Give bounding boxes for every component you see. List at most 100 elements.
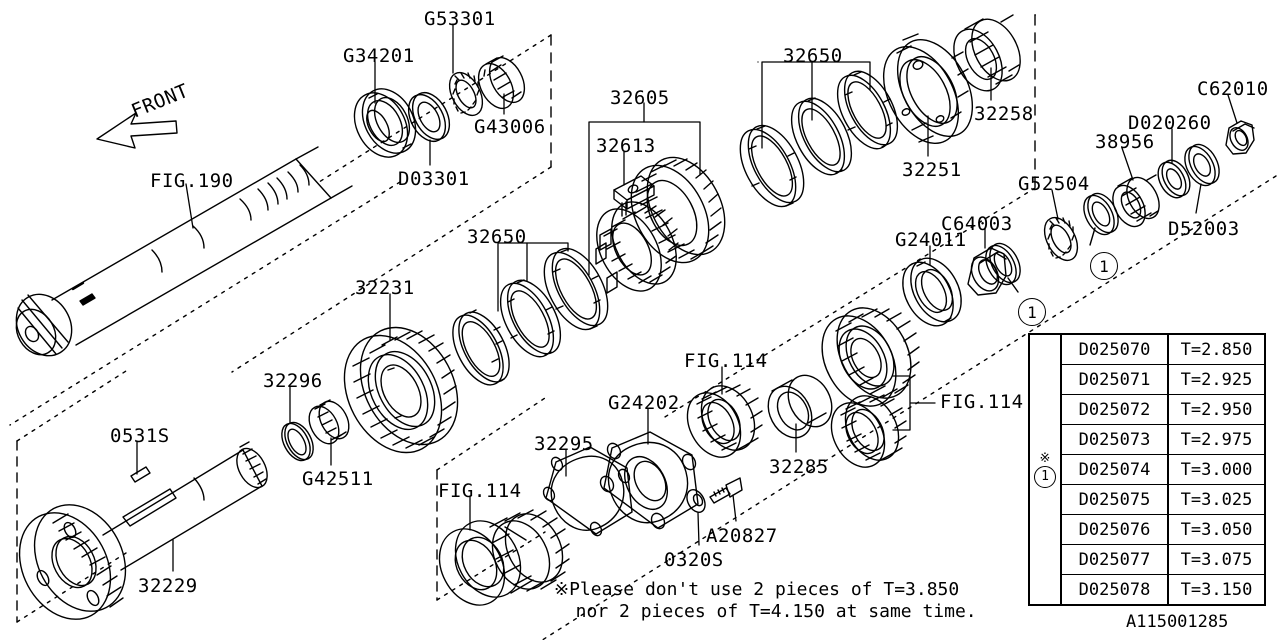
part-32650-ring-left-1: [452, 309, 510, 386]
part-32605-sleeve: [630, 156, 726, 264]
label-32650-left: 32650: [467, 226, 527, 248]
label-32613: 32613: [596, 135, 656, 157]
group-boundary-upper-diag: [231, 34, 552, 373]
cell-thickness: T=2.975: [1180, 429, 1253, 450]
cell-part-number: D025073: [1062, 425, 1169, 454]
cell-thickness: T=3.150: [1180, 579, 1253, 600]
label-fig114-b: FIG.114: [940, 391, 1024, 413]
label-c64003: C64003: [941, 213, 1013, 235]
part-32650-ring-right-1: [739, 124, 805, 208]
part-32231-gear: [343, 326, 459, 454]
label-32296: 32296: [263, 370, 323, 392]
part-shim-washer-left: [985, 242, 1021, 293]
drawing-number: A115001285: [1126, 612, 1229, 632]
label-32229: 32229: [138, 575, 198, 597]
part-32229-shaft: [18, 441, 268, 620]
part-0320s-washer: [686, 489, 706, 513]
label-g52504: G52504: [1018, 173, 1090, 195]
label-g34201: G34201: [343, 45, 415, 67]
label-g24202: G24202: [608, 392, 680, 414]
part-32285-bushing: [767, 374, 833, 439]
part-32296-snap-ring: [281, 421, 314, 462]
part-fig114-cluster: [438, 509, 570, 606]
cell-part-number: D025074: [1062, 455, 1169, 484]
table-row: D025072 T=2.950: [1062, 395, 1264, 425]
leader-lines: [136, 23, 1238, 572]
footnote-line-1: ※Please don't use 2 pieces of T=3.850: [554, 579, 960, 600]
part-shim-washer-right: [1083, 192, 1119, 246]
part-32650-ring-right-3: [836, 70, 899, 150]
part-fig114-gear-small: [686, 384, 763, 458]
label-32258: 32258: [974, 103, 1034, 125]
part-fig114-gear-lower: [830, 394, 907, 468]
cell-thickness: T=3.050: [1180, 519, 1253, 540]
part-main-shaft-fig190: [15, 146, 353, 357]
table-row: D025073 T=2.975: [1062, 425, 1264, 455]
label-32251: 32251: [902, 159, 962, 181]
label-g42511: G42511: [302, 468, 374, 490]
label-32650-right: 32650: [783, 45, 843, 67]
group-boundary-right-diag: [659, 14, 1036, 421]
part-32650-ring-left-2: [499, 279, 562, 358]
part-32605-hub: [595, 201, 679, 294]
part-d03301-seal: [407, 91, 451, 143]
cell-part-number: D025075: [1062, 485, 1169, 514]
cell-part-number: D025072: [1062, 395, 1169, 424]
table-row: D025074 T=3.000: [1062, 455, 1264, 485]
part-c64003-lock-nut: [967, 247, 1007, 296]
label-32605: 32605: [610, 87, 670, 109]
cell-thickness: T=3.000: [1180, 459, 1253, 480]
cell-thickness: T=2.950: [1180, 399, 1253, 420]
label-a20827: A20827: [706, 525, 778, 547]
label-0320s: 0320S: [664, 549, 724, 571]
cell-part-number: D025077: [1062, 545, 1169, 574]
part-g42511-roller-bearing: [308, 399, 350, 445]
callout-marker-1-left: 1: [1018, 298, 1046, 326]
label-c62010: C62010: [1197, 78, 1269, 100]
part-g43006-roller-bearing: [477, 55, 526, 110]
table-row: D025077 T=3.075: [1062, 545, 1264, 575]
part-32613-shifting-key: [613, 175, 655, 217]
part-32251-gear: [882, 33, 974, 145]
part-c62010-lock-nut: [1225, 120, 1255, 155]
label-d03301: D03301: [398, 168, 470, 190]
label-32285: 32285: [769, 456, 829, 478]
label-fig190: FIG.190: [150, 170, 234, 192]
cell-thickness: T=2.925: [1180, 369, 1253, 390]
footnote-line-2: nor 2 pieces of T=4.150 at same time.: [554, 601, 977, 622]
part-g24202-retainer: [599, 431, 699, 530]
cell-thickness: T=2.850: [1180, 339, 1253, 360]
part-d52003-washer: [1184, 143, 1220, 187]
part-d020260-washer: [1157, 159, 1191, 199]
label-32231: 32231: [355, 277, 415, 299]
label-d020260: D020260: [1128, 112, 1212, 134]
label-fig114-a: FIG.114: [684, 350, 768, 372]
front-arrow-icon: [96, 112, 178, 149]
label-g24011: G24011: [895, 229, 967, 251]
label-fig114-c: FIG.114: [438, 480, 522, 502]
label-38956: 38956: [1095, 131, 1155, 153]
part-a20827-bolt: [709, 477, 743, 504]
callout-marker-1-right: 1: [1090, 252, 1118, 280]
table-mark-column: ※ 1: [1030, 335, 1060, 604]
separator-diagonals: [9, 175, 1277, 640]
part-g24011-bearing: [902, 257, 962, 327]
label-d52003: D52003: [1168, 218, 1240, 240]
part-32650-ring-left-3: [543, 247, 609, 331]
label-g53301: G53301: [424, 8, 496, 30]
table-row: D025076 T=3.050: [1062, 515, 1264, 545]
part-38956-roller-bearing: [1112, 174, 1160, 228]
label-g43006: G43006: [474, 116, 546, 138]
cell-thickness: T=3.075: [1180, 549, 1253, 570]
cell-part-number: D025071: [1062, 365, 1169, 394]
cell-part-number: D025076: [1062, 515, 1169, 544]
part-g53301-washer: [448, 71, 484, 117]
label-0531s: 0531S: [110, 425, 170, 447]
table-row: D025071 T=2.925: [1062, 365, 1264, 395]
part-32295-gasket: [542, 446, 633, 537]
